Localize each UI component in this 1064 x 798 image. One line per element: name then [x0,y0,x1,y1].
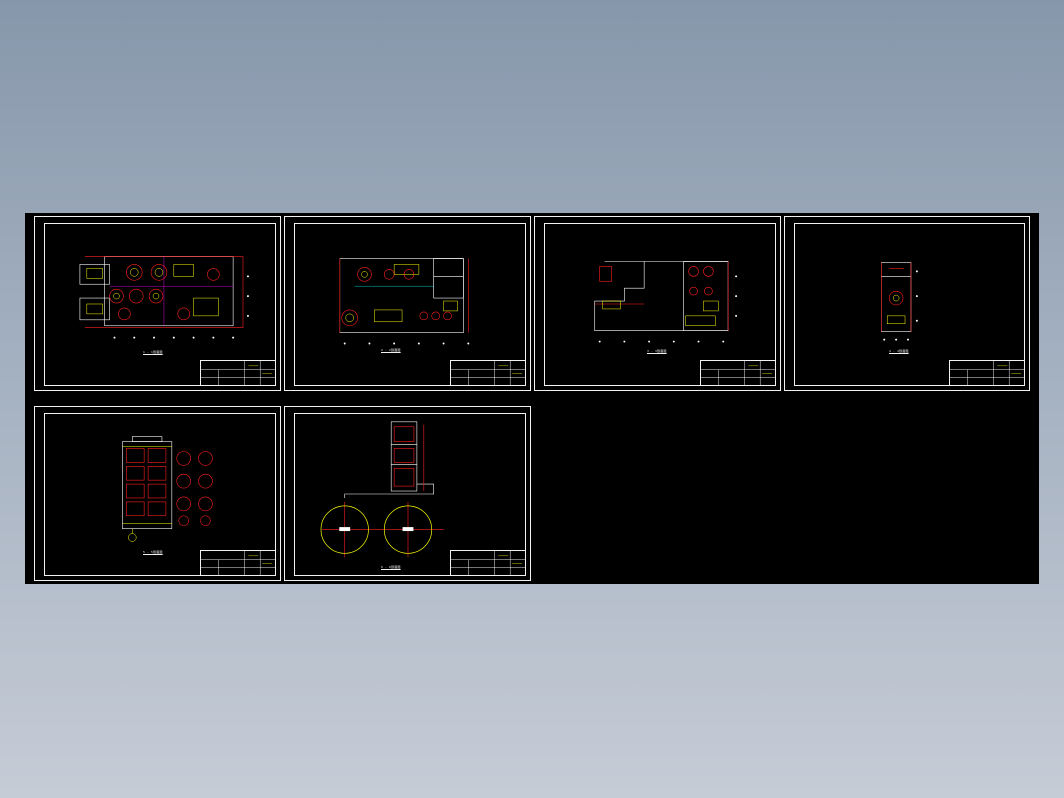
tank-layout-drawing-icon [122,436,213,542]
title-block [700,360,776,386]
drawing-sheet-4[interactable]: 4 - 4剖面图 [784,216,1030,391]
title-block [450,550,526,576]
drawing-sheet-2[interactable]: 2 - 2剖面图 [284,216,531,391]
floor-plan-drawing-icon [79,256,249,339]
title-block [200,550,276,576]
floor-plan-drawing-icon [594,261,738,343]
sheet-caption: 2 - 2剖面图 [381,348,401,352]
drawing-sheet-1[interactable]: 1 - 1剖面图 [34,216,281,391]
drawing-viewport[interactable]: 1 - 1剖面图 [25,213,1039,584]
sheet-border [44,413,276,576]
drawing-sheet-6[interactable]: 6 - 6剖面图 [284,406,531,581]
sheet-caption: 4 - 4剖面图 [889,349,909,353]
title-block [450,360,526,386]
sheet-caption: 3 - 3剖面图 [647,349,667,353]
title-block [200,360,276,386]
drawing-sheet-5[interactable]: 5 - 5剖面图 [34,406,281,581]
sheet-caption: 5 - 5剖面图 [143,550,163,554]
sheet-border [294,413,526,576]
floor-plan-drawing-icon [881,262,918,341]
sheet-border [794,223,1025,386]
tank-elevation-drawing-icon [320,421,444,558]
drawing-sheet-3[interactable]: 3 - 3剖面图 [534,216,781,391]
sheet-border [44,223,276,386]
floor-plan-drawing-icon [339,258,470,345]
sheet-caption: 6 - 6剖面图 [381,565,401,569]
sheet-caption: 1 - 1剖面图 [143,350,163,354]
title-block [949,360,1025,386]
sheet-border [294,223,526,386]
sheet-border [544,223,776,386]
